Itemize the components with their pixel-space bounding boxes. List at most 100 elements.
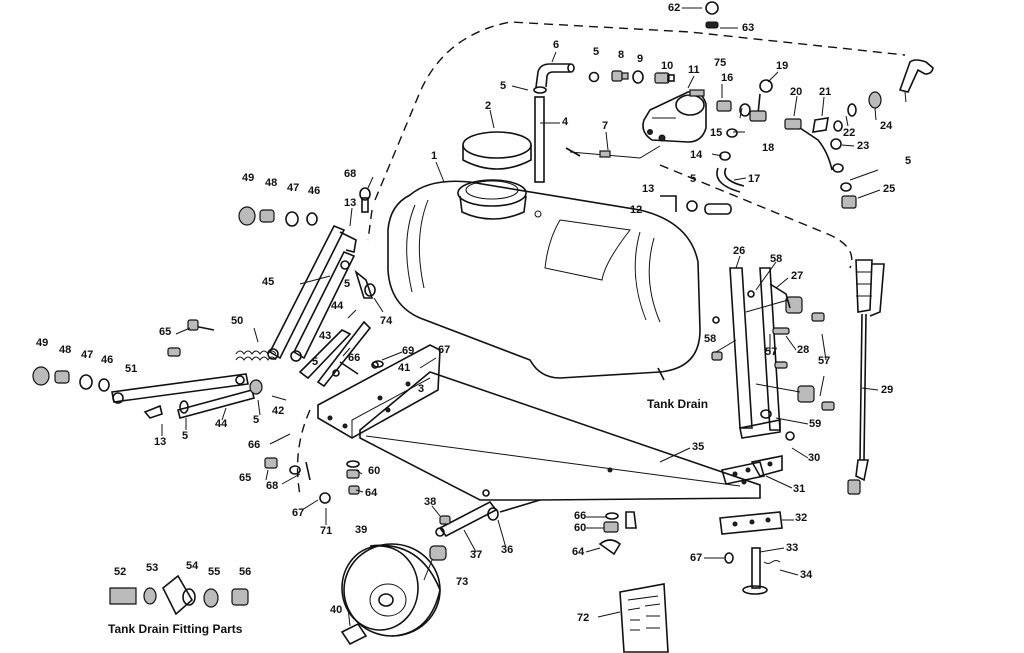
callout-66: 66 xyxy=(248,439,261,451)
suction-tube xyxy=(533,63,575,183)
callout-28: 28 xyxy=(797,344,810,356)
callout-5: 5 xyxy=(182,430,189,442)
tank-drain-caption: Tank Drain xyxy=(647,397,709,411)
callout-72: 72 xyxy=(577,612,590,624)
callout-5: 5 xyxy=(344,278,351,290)
callout-7: 7 xyxy=(602,120,609,132)
callout-62: 62 xyxy=(668,2,681,14)
callout-64: 64 xyxy=(572,546,585,558)
callout-16: 16 xyxy=(721,72,734,84)
callout-32: 32 xyxy=(795,512,808,524)
callout-46: 46 xyxy=(101,354,114,366)
hose-route-line xyxy=(659,164,853,269)
callout-40: 40 xyxy=(330,604,343,616)
axle xyxy=(435,499,541,538)
callout-63: 63 xyxy=(742,22,755,34)
tank xyxy=(387,179,701,381)
callout-71: 71 xyxy=(320,525,333,537)
callout-13: 13 xyxy=(154,436,167,448)
callout-3: 3 xyxy=(418,383,425,395)
callout-10: 10 xyxy=(661,60,674,72)
callout-66: 66 xyxy=(574,510,587,522)
callout-29: 29 xyxy=(881,384,894,396)
callout-60: 60 xyxy=(368,465,381,477)
callout-57: 57 xyxy=(818,355,831,367)
tank-lid xyxy=(462,131,532,170)
spray-wand xyxy=(847,259,885,495)
callout-73: 73 xyxy=(456,576,469,588)
callout-5: 5 xyxy=(905,155,912,167)
callout-54: 54 xyxy=(186,560,199,572)
callout-5: 5 xyxy=(312,356,319,368)
callout-52: 52 xyxy=(114,566,127,578)
callout-64: 64 xyxy=(365,487,378,499)
callout-20: 20 xyxy=(790,86,803,98)
upper-left-fittings xyxy=(238,206,318,227)
left-boom xyxy=(267,187,376,388)
callout-47: 47 xyxy=(81,349,94,361)
callout-5: 5 xyxy=(593,46,600,58)
owner-manual xyxy=(619,583,669,653)
callout-58: 58 xyxy=(770,253,783,265)
callout-26: 26 xyxy=(733,245,746,257)
callout-48: 48 xyxy=(265,177,278,189)
callout-75: 75 xyxy=(714,57,727,69)
callout-65: 65 xyxy=(239,472,252,484)
callout-5: 5 xyxy=(690,173,697,185)
lower-boom xyxy=(111,373,263,419)
callout-59: 59 xyxy=(809,418,822,430)
callout-67: 67 xyxy=(292,507,305,519)
callout-68: 68 xyxy=(266,480,279,492)
small-hardware xyxy=(264,360,637,556)
callout-1: 1 xyxy=(431,150,438,162)
callout-44: 44 xyxy=(331,300,344,312)
callout-57: 57 xyxy=(765,346,778,358)
callout-2: 2 xyxy=(485,100,492,112)
hose-route-line xyxy=(374,21,906,201)
callout-49: 49 xyxy=(36,337,49,349)
callout-9: 9 xyxy=(637,53,644,65)
callout-12: 12 xyxy=(630,204,643,216)
callout-25: 25 xyxy=(883,183,896,195)
callout-56: 56 xyxy=(239,566,252,578)
callout-24: 24 xyxy=(880,120,893,132)
callout-65: 65 xyxy=(159,326,172,338)
callout-4: 4 xyxy=(562,116,569,128)
callout-31: 31 xyxy=(793,483,806,495)
hose-route-line xyxy=(296,409,311,496)
callout-6: 6 xyxy=(553,39,560,51)
callout-53: 53 xyxy=(146,562,159,574)
hose-pieces xyxy=(660,167,745,215)
leader-lines xyxy=(161,7,907,627)
drain-fitting-parts xyxy=(109,574,249,616)
callout-49: 49 xyxy=(242,172,255,184)
callout-60: 60 xyxy=(574,522,587,534)
callout-19: 19 xyxy=(776,60,789,72)
callout-27: 27 xyxy=(791,270,804,282)
callout-66: 66 xyxy=(348,352,361,364)
pump-wiring xyxy=(565,145,661,159)
callout-55: 55 xyxy=(208,566,221,578)
callout-18: 18 xyxy=(762,142,775,154)
callout-35: 35 xyxy=(692,441,705,453)
callout-36: 36 xyxy=(501,544,514,556)
callout-23: 23 xyxy=(857,140,870,152)
mount-bracket xyxy=(317,344,441,439)
callout-50: 50 xyxy=(231,315,244,327)
callout-38: 38 xyxy=(424,496,437,508)
callout-5: 5 xyxy=(500,80,507,92)
callout-8: 8 xyxy=(618,49,625,61)
callout-46: 46 xyxy=(308,185,321,197)
callout-69: 69 xyxy=(402,345,415,357)
callout-15: 15 xyxy=(710,127,723,139)
callout-74: 74 xyxy=(380,315,393,327)
callout-67: 67 xyxy=(438,344,451,356)
right-bracket xyxy=(711,267,835,439)
callout-11: 11 xyxy=(688,64,700,76)
callout-30: 30 xyxy=(808,452,821,464)
callout-51: 51 xyxy=(125,363,138,375)
callout-47: 47 xyxy=(287,182,300,194)
fittings-row xyxy=(588,1,934,209)
callout-39: 39 xyxy=(355,524,368,536)
